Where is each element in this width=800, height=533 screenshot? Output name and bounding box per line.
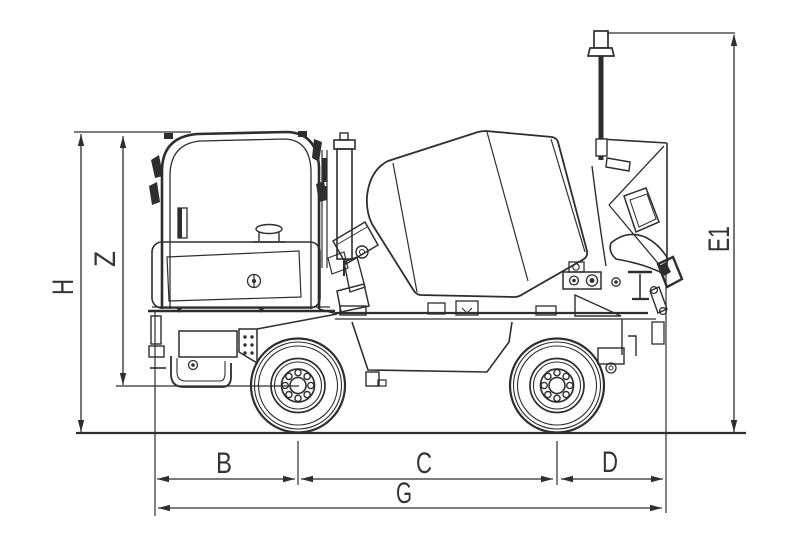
drum-roller-bracket [562,261,602,290]
rear-plate [591,138,668,273]
dimension-c: C [301,447,553,483]
mixer-drum [365,130,589,298]
rear-frame [574,293,665,374]
dimension-label-h: H [47,279,80,295]
beacon-mast [586,30,616,160]
dimension-b: B [157,447,295,483]
belly-tank [351,321,513,387]
chassis-deck [318,300,656,320]
rear-wheel [508,337,606,434]
dimension-label-c: C [416,447,432,480]
dimension-lines: H Z E1 B [47,32,746,516]
dimension-h: H [47,131,191,432]
beacon-light [593,30,609,49]
front-structure [148,313,338,388]
discharge-chute [609,187,684,316]
dimension-g: G [158,477,662,512]
dimension-label-e1: E1 [703,226,736,252]
dimension-label-g: G [396,477,412,510]
cab-canopy [148,130,335,313]
dimension-label-b: B [216,447,232,480]
dimension-z: Z [89,136,299,387]
dimension-d: D [561,446,663,483]
hopper-linkage [327,220,380,316]
dimension-label-z: Z [89,251,122,267]
dimension-label-d: D [602,446,618,479]
engine-hood [151,207,321,313]
dimension-e1: E1 [607,32,738,432]
